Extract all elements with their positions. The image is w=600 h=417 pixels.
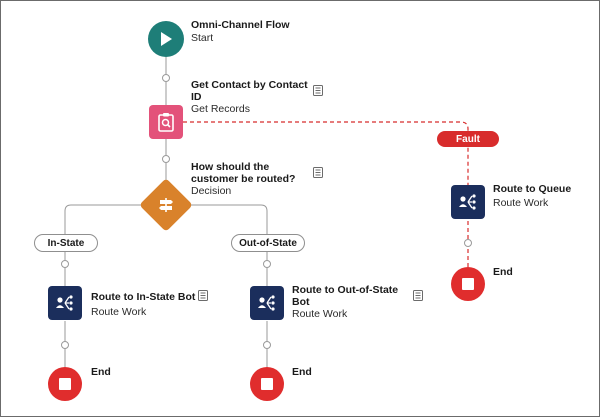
route-out-state-subtitle: Route Work xyxy=(292,308,348,320)
outcome-out-of-state[interactable]: Out-of-State xyxy=(231,234,305,252)
connector-decision-to-out-of-state xyxy=(185,204,268,286)
description-icon[interactable] xyxy=(413,290,423,301)
connector-handle[interactable] xyxy=(61,341,69,349)
connector-handle[interactable] xyxy=(162,155,170,163)
end-node-out-state[interactable] xyxy=(250,367,284,401)
connector-decision-to-in-state xyxy=(64,204,147,286)
end-label-queue: End xyxy=(493,266,513,278)
decision-title-line1: How should the xyxy=(191,161,270,173)
stop-icon xyxy=(462,278,474,290)
start-title: Omni-Channel Flow xyxy=(191,19,290,31)
route-out-state-title-line2: Bot xyxy=(292,296,310,308)
description-icon[interactable] xyxy=(313,85,323,96)
get-contact-title-line1: Get Contact by Contact xyxy=(191,79,308,91)
connector-handle[interactable] xyxy=(263,260,271,268)
route-work-icon xyxy=(56,295,73,311)
end-node-queue[interactable] xyxy=(451,267,485,301)
get-contact-title-line2: ID xyxy=(191,91,202,103)
route-queue-title: Route to Queue xyxy=(493,183,572,195)
end-node-in-state[interactable] xyxy=(48,367,82,401)
route-work-icon xyxy=(258,295,275,311)
outcome-fault[interactable]: Fault xyxy=(437,131,499,147)
route-out-state-node[interactable] xyxy=(250,286,284,320)
play-icon xyxy=(161,32,172,46)
decision-subtitle: Decision xyxy=(191,185,232,197)
connector-handle[interactable] xyxy=(162,74,170,82)
decision-diamond[interactable] xyxy=(139,178,193,232)
decision-node[interactable] xyxy=(139,178,193,232)
connector-handle[interactable] xyxy=(263,341,271,349)
description-icon[interactable] xyxy=(198,290,208,301)
route-in-state-subtitle: Route Work xyxy=(91,306,147,318)
route-out-state-title-line1: Route to Out-of-State xyxy=(292,284,399,296)
outcome-in-state[interactable]: In-State xyxy=(34,234,98,252)
start-subtitle: Start xyxy=(191,32,214,44)
route-queue-node[interactable] xyxy=(451,185,485,219)
route-in-state-title: Route to In-State Bot xyxy=(91,291,196,303)
description-icon[interactable] xyxy=(313,167,323,178)
connector-fault-path xyxy=(183,121,469,185)
route-in-state-node[interactable] xyxy=(48,286,82,320)
start-node[interactable] xyxy=(148,21,184,57)
stop-icon xyxy=(59,378,71,390)
route-queue-subtitle: Route Work xyxy=(493,197,549,209)
end-label-out-state: End xyxy=(292,366,312,378)
stop-icon xyxy=(261,378,273,390)
connector-handle[interactable] xyxy=(61,260,69,268)
end-label-in-state: End xyxy=(91,366,111,378)
get-contact-subtitle: Get Records xyxy=(191,103,250,115)
connector-handle[interactable] xyxy=(464,239,472,247)
route-work-icon xyxy=(459,194,476,210)
decision-title-line2: customer be routed? xyxy=(191,173,296,185)
get-contact-node[interactable] xyxy=(149,105,183,139)
search-records-icon xyxy=(158,113,174,132)
